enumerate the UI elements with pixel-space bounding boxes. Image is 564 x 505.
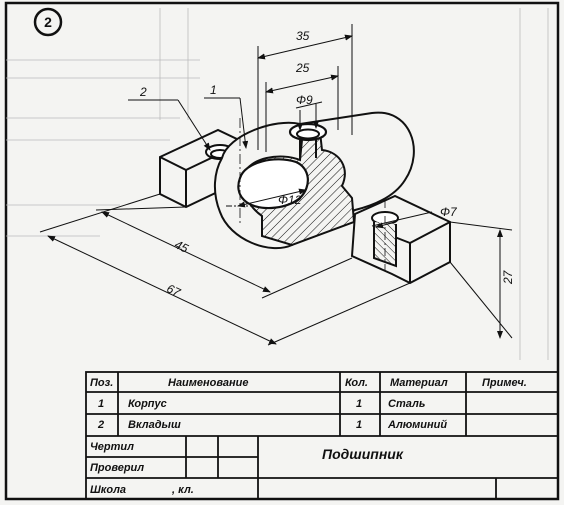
row1-pos: 1 [98, 398, 105, 410]
callout-2: 2 [139, 85, 147, 99]
row2-pos: 2 [98, 419, 105, 431]
dim-phi12: Φ12 [278, 193, 302, 207]
row2-name: Вкладыш [128, 419, 181, 431]
bearing-housing [159, 111, 451, 285]
dim-25: 25 [295, 61, 310, 75]
title-block-grid [85, 371, 559, 500]
header-name: Наименование [168, 377, 249, 389]
drawing-title: Подшипник [322, 446, 403, 462]
dim-phi9: Φ9 [296, 93, 313, 107]
sheet-frame [4, 1, 560, 501]
faint-background-lines [6, 8, 549, 360]
row1-name: Корпус [128, 398, 167, 410]
label-drew: Чертил [90, 441, 134, 453]
sheet-number: 2 [44, 14, 52, 30]
header-material: Материал [390, 377, 448, 389]
dim-67: 67 [164, 281, 183, 300]
row1-qty: 1 [356, 398, 363, 410]
header-note: Примеч. [482, 377, 527, 389]
label-class: , кл. [172, 484, 194, 496]
dim-35: 35 [296, 29, 310, 43]
sheet-number-circle [33, 7, 63, 37]
dim-phi7: Φ7 [440, 205, 458, 219]
label-school: Школа [90, 484, 127, 496]
row1-material: Сталь [388, 398, 426, 410]
row2-material: Алюминий [388, 419, 448, 431]
dim-27: 27 [501, 269, 515, 285]
header-qty: Кол. [345, 377, 368, 389]
callout-1: 1 [210, 83, 217, 97]
row2-qty: 1 [356, 419, 363, 431]
dim-45: 45 [172, 237, 190, 255]
label-checked: Проверил [90, 462, 145, 474]
header-pos: Поз. [90, 377, 114, 389]
dimension-lines [39, 24, 513, 346]
